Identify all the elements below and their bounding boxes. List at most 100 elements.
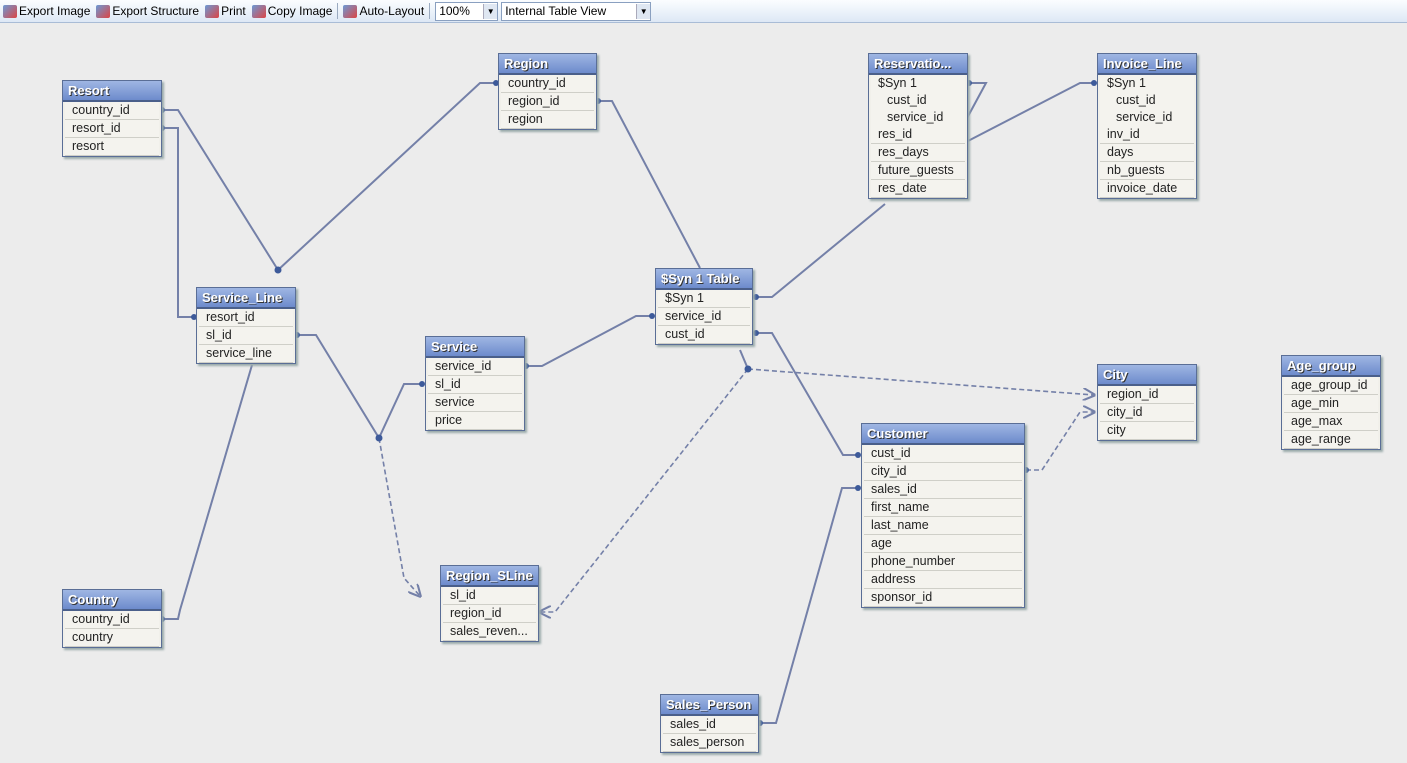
field-row[interactable]: nb_guests — [1100, 162, 1194, 180]
field-row[interactable]: cust_id — [658, 326, 750, 344]
table-title[interactable]: Sales_Person — [661, 695, 758, 716]
field-row[interactable]: city — [1100, 422, 1194, 440]
field-row[interactable]: cust_id — [1100, 92, 1194, 109]
port-dot — [753, 294, 759, 300]
field-row[interactable]: sl_id — [443, 587, 536, 605]
field-row[interactable]: region_id — [501, 93, 594, 111]
field-row[interactable]: $Syn 1 — [871, 75, 965, 92]
view-select[interactable]: Internal Table View▼ — [501, 1, 652, 21]
field-row[interactable]: days — [1100, 144, 1194, 162]
link-reservation-invoice — [965, 82, 1094, 143]
field-row[interactable]: sales_reven... — [443, 623, 536, 641]
field-row[interactable]: res_date — [871, 180, 965, 198]
field-row[interactable]: phone_number — [864, 553, 1022, 571]
link-customer-salesperson — [760, 487, 858, 724]
field-row[interactable]: future_guests — [871, 162, 965, 180]
field-row[interactable]: inv_id — [1100, 126, 1194, 144]
copy-image-button[interactable]: Copy Image — [249, 1, 336, 21]
table-title[interactable]: $Syn 1 Table — [656, 269, 752, 290]
field-row[interactable]: first_name — [864, 499, 1022, 517]
field-row[interactable]: region_id — [443, 605, 536, 623]
field-row[interactable]: cust_id — [864, 445, 1022, 463]
field-row[interactable]: country — [65, 629, 159, 647]
field-row[interactable]: service_id — [428, 358, 522, 376]
field-row[interactable]: age_group_id — [1284, 377, 1378, 395]
link-serviceline-country — [162, 364, 253, 620]
field-row[interactable]: sales_id — [663, 716, 756, 734]
field-row[interactable]: cust_id — [871, 92, 965, 109]
table-title[interactable]: Invoice_Line — [1098, 54, 1196, 75]
field-row[interactable]: $Syn 1 — [1100, 75, 1194, 92]
junction-dot — [744, 365, 752, 373]
field-row[interactable]: $Syn 1 — [658, 290, 750, 308]
field-row[interactable]: age — [864, 535, 1022, 553]
export-structure-button[interactable]: Export Structure — [93, 1, 202, 21]
link-resort-serviceline — [162, 127, 194, 318]
field-row[interactable]: res_id — [871, 126, 965, 144]
auto-layout-button[interactable]: Auto-Layout — [340, 1, 427, 21]
link-ssyn-customer — [756, 332, 858, 456]
table-title[interactable]: Service — [426, 337, 524, 358]
field-row[interactable]: city_id — [1100, 404, 1194, 422]
field-row[interactable]: service_line — [199, 345, 293, 363]
junction-dot — [274, 266, 282, 274]
export-image-button[interactable]: Export Image — [0, 1, 93, 21]
table-title[interactable]: City — [1098, 365, 1196, 386]
field-row[interactable]: resort — [65, 138, 159, 156]
field-row[interactable]: service_id — [871, 109, 965, 126]
field-row[interactable]: region_id — [1100, 386, 1194, 404]
field-row[interactable]: country_id — [65, 102, 159, 120]
field-row[interactable]: age_min — [1284, 395, 1378, 413]
field-row[interactable]: age_range — [1284, 431, 1378, 449]
field-row[interactable]: sales_person — [663, 734, 756, 752]
table-title[interactable]: Country — [63, 590, 161, 611]
table-title[interactable]: Customer — [862, 424, 1024, 445]
copy-icon — [251, 4, 266, 18]
field-row[interactable]: country_id — [501, 75, 594, 93]
field-row[interactable]: city_id — [864, 463, 1022, 481]
table-title[interactable]: Service_Line — [197, 288, 295, 309]
field-row[interactable]: sponsor_id — [864, 589, 1022, 607]
field-row[interactable]: invoice_date — [1100, 180, 1194, 198]
table-title[interactable]: Region_SLine — [441, 566, 538, 587]
zoom-select[interactable]: 100%▼ — [435, 1, 499, 21]
field-row[interactable]: service — [428, 394, 522, 412]
table-title[interactable]: Reservatio... — [869, 54, 967, 75]
field-row[interactable]: service_id — [1100, 109, 1194, 126]
table-title[interactable]: Resort — [63, 81, 161, 102]
field-row[interactable]: price — [428, 412, 522, 430]
print-button[interactable]: Print — [202, 1, 249, 21]
field-row[interactable]: country_id — [65, 611, 159, 629]
field-row[interactable]: last_name — [864, 517, 1022, 535]
field-row[interactable]: res_days — [871, 144, 965, 162]
field-row[interactable]: sales_id — [864, 481, 1022, 499]
field-row[interactable]: service_id — [658, 308, 750, 326]
field-row[interactable]: resort_id — [65, 120, 159, 138]
dashed-link-customer-city — [1026, 412, 1094, 471]
field-row[interactable]: sl_id — [428, 376, 522, 394]
link-resort-country — [162, 109, 279, 271]
field-row[interactable]: address — [864, 571, 1022, 589]
field-row[interactable]: sl_id — [199, 327, 293, 345]
field-row[interactable]: resort_id — [199, 309, 293, 327]
table-title[interactable]: Region — [499, 54, 596, 75]
table-title[interactable]: Age_group — [1282, 356, 1380, 377]
field-row[interactable]: age_max — [1284, 413, 1378, 431]
port-dot — [649, 313, 655, 319]
port-dot — [419, 381, 425, 387]
link-reservation-self — [965, 82, 988, 121]
field-row[interactable]: region — [501, 111, 594, 129]
